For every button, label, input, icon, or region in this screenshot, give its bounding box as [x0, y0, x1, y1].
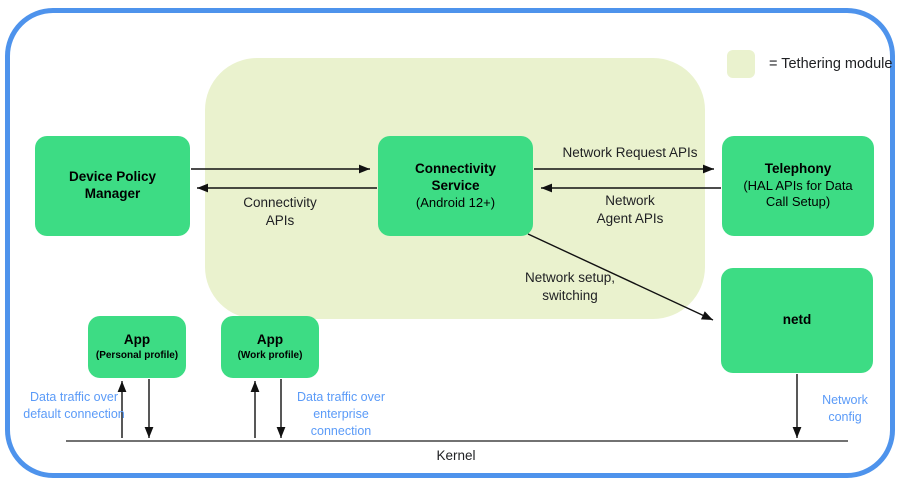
legend: = Tethering module [727, 50, 892, 78]
arrow-label-network-setup-switching: Network setup, switching [524, 270, 616, 303]
annotation-enterprise-connection: Data traffic over enterprise connection [296, 390, 385, 438]
node-subtitle: (HAL APIs for Data [743, 178, 853, 194]
outer-boundary-frame [5, 8, 895, 478]
node-subtitle: (Work profile) [237, 349, 303, 361]
arrow-label-network-request-apis: Network Request APIs [562, 145, 698, 160]
node-subtitle-line2: Call Setup) [765, 194, 831, 210]
node-app-personal-profile[interactable]: App (Personal profile) [88, 316, 186, 378]
annotation-default-connection: Data traffic over default connection [23, 390, 125, 421]
node-subtitle: (Personal profile) [95, 349, 179, 361]
node-title-line2: Manager [84, 186, 141, 201]
node-netd[interactable]: netd [721, 268, 873, 373]
arrow-label-network-agent-apis: Network Agent APIs [596, 193, 664, 226]
node-title: App [123, 332, 151, 348]
tethering-module-swatch [727, 50, 755, 78]
node-device-policy-manager[interactable]: Device Policy Manager [35, 136, 190, 236]
node-title: Device Policy [68, 169, 157, 185]
node-app-work-profile[interactable]: App (Work profile) [221, 316, 319, 378]
node-title-line2: Service [431, 177, 480, 193]
node-subtitle: (Android 12+) [415, 194, 496, 210]
node-title: Connectivity [414, 161, 496, 176]
legend-label: = Tethering module [769, 56, 893, 72]
node-connectivity-service[interactable]: Connectivity Service (Android 12+) [378, 136, 533, 236]
node-title: netd [782, 312, 812, 328]
arrow-label-connectivity-apis: Connectivity APIs [243, 195, 317, 228]
annotation-network-config: Network config [822, 393, 868, 424]
kernel-label: Kernel [436, 448, 476, 463]
node-title: App [256, 332, 284, 348]
node-title: Telephony [764, 161, 832, 177]
node-telephony[interactable]: Telephony (HAL APIs for Data Call Setup) [722, 136, 874, 236]
